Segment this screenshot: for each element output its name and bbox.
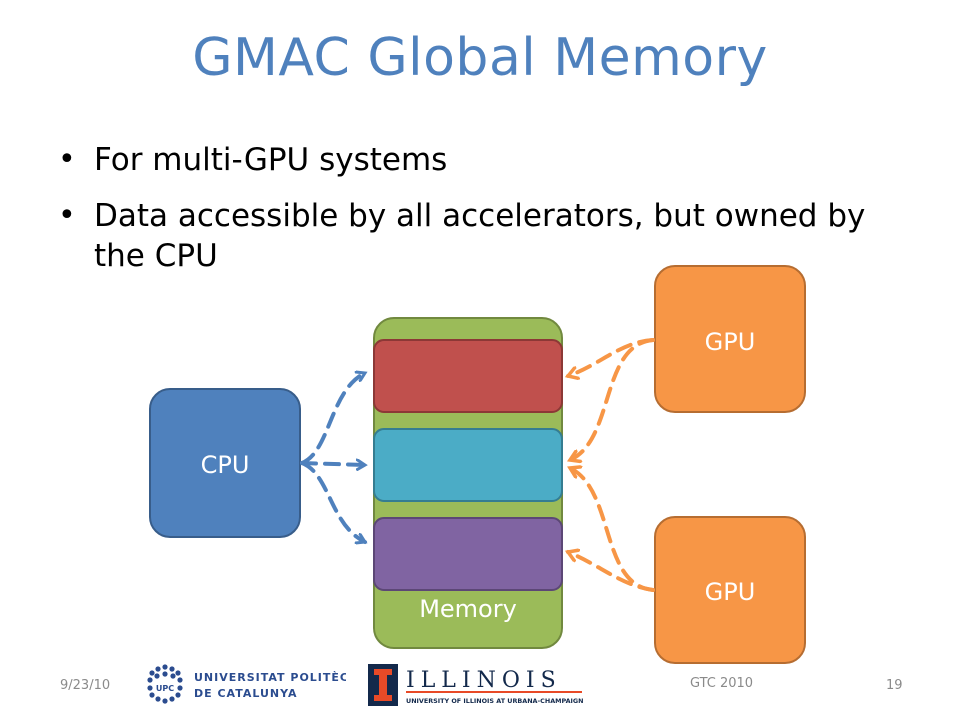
upc-name-line2: DE CATALUNYA <box>194 687 298 700</box>
gpu-box-top <box>654 265 806 413</box>
bullet-item-data-access: Data accessible by all accelerators, but… <box>58 196 898 276</box>
upc-dots-icon <box>147 664 183 704</box>
footer-date: 9/23/10 <box>60 678 111 693</box>
gpu-bottom-arrow-to-teal <box>570 468 655 592</box>
illinois-logo: ILLINOIS UNIVERSITY OF ILLINOIS AT URBAN… <box>368 664 584 706</box>
gpu-top-label: GPU <box>705 328 756 356</box>
gpu-top-arrow-to-teal <box>570 338 655 460</box>
memory-label: Memory <box>419 595 517 623</box>
cpu-arrow-to-red <box>300 373 365 465</box>
cpu-arrow-to-purple <box>300 461 365 542</box>
upc-name-line1: UNIVERSITAT POLITÈCNICA <box>194 671 346 684</box>
bullet-list: For multi-GPU systems Data accessible by… <box>58 140 898 292</box>
memory-block-red <box>373 339 563 413</box>
illinois-subtitle: UNIVERSITY OF ILLINOIS AT URBANA-CHAMPAI… <box>406 697 584 705</box>
cpu-arrow-to-teal <box>300 463 365 465</box>
cpu-label: CPU <box>201 451 250 479</box>
illinois-rule <box>406 691 582 693</box>
upc-mark: UPC <box>156 684 174 693</box>
slide-title: GMAC Global Memory <box>192 28 768 88</box>
illinois-name: ILLINOIS <box>406 668 562 693</box>
illinois-block-i-icon <box>368 664 398 706</box>
bullet-item-multi-gpu: For multi-GPU systems <box>58 140 898 180</box>
memory-block-teal <box>373 428 563 502</box>
gpu-bottom-arrow-to-purple <box>568 552 655 592</box>
footer-event: GTC 2010 <box>690 676 754 691</box>
memory-block-purple <box>373 517 563 591</box>
upc-logo: UPC UNIVERSITAT POLITÈCNICA DE CATALUNYA <box>147 664 346 704</box>
gpu-bottom-label: GPU <box>705 578 756 606</box>
footer-page-number: 19 <box>886 678 903 693</box>
